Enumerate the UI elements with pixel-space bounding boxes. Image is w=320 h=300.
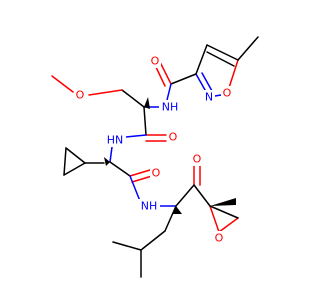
- stereo-wedge: [172, 206, 182, 214]
- bond: [159, 61, 172, 85]
- bond: [143, 106, 147, 136]
- bond-layer: [51, 36, 259, 278]
- atom-label-isoxazole-o: O: [223, 87, 232, 100]
- atom-label-amide2-o: O: [169, 131, 178, 144]
- stereo-wedge: [210, 198, 236, 206]
- bond: [129, 169, 151, 177]
- bond: [154, 64, 166, 87]
- bond: [206, 44, 239, 61]
- atom-label-amide1-o: O: [151, 55, 160, 68]
- bond: [129, 175, 141, 202]
- bond: [218, 217, 239, 233]
- atom-label-amide3-o: O: [152, 167, 161, 180]
- bond: [121, 89, 145, 108]
- stereo-wedge: [104, 157, 110, 166]
- bond: [193, 184, 211, 207]
- bond: [237, 36, 259, 61]
- atom-label-layer: O N O NH O HN O O NH O O: [74, 54, 233, 245]
- bond: [170, 73, 197, 85]
- atom-label-amide2-nh: HN: [107, 134, 124, 147]
- atom-label-methoxy-o: O: [76, 89, 85, 102]
- atom-label-amide3-nh: NH: [141, 200, 158, 213]
- bond: [131, 175, 153, 183]
- bond: [201, 72, 213, 92]
- bond: [109, 161, 131, 177]
- stereo-wedge: [144, 97, 150, 109]
- bond: [63, 147, 67, 176]
- bond: [195, 44, 208, 75]
- bond: [63, 162, 86, 176]
- bond: [112, 241, 142, 251]
- atom-label-ketone-o: O: [193, 153, 202, 166]
- atom-label-isoxazole-n: N: [205, 91, 213, 104]
- bond: [175, 184, 195, 207]
- bond: [206, 51, 235, 67]
- atom-label-amide1-nh: NH: [162, 101, 179, 114]
- bond: [209, 205, 220, 233]
- bond: [51, 75, 74, 93]
- bond: [125, 134, 147, 138]
- bond: [140, 230, 166, 251]
- bond: [109, 146, 113, 163]
- bond: [65, 147, 86, 164]
- atom-label-epoxide-o: O: [215, 232, 224, 245]
- chemical-structure-diagram: O N O NH O HN O O NH O O: [51, 36, 259, 278]
- bond: [88, 89, 123, 96]
- bond: [209, 205, 239, 219]
